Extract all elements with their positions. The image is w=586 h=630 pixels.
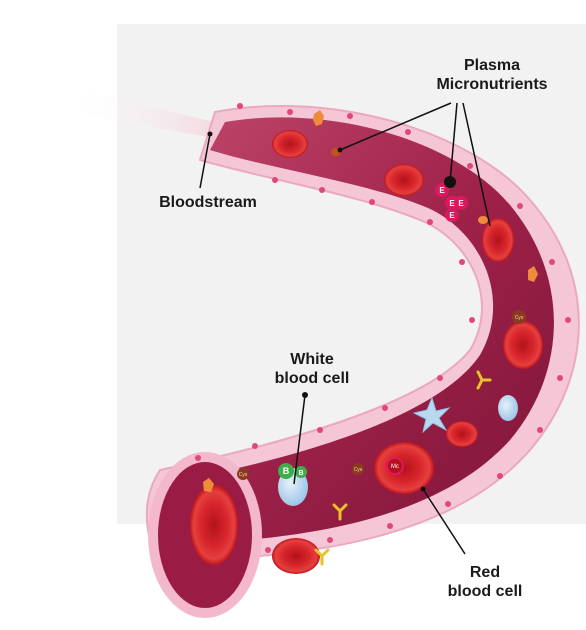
cysteine-label: Cys	[239, 472, 248, 478]
vitamin-e-label: E	[449, 199, 455, 208]
red-blood-cell	[384, 164, 424, 196]
leader-lines	[199, 102, 491, 555]
vitamin-b-marker	[278, 463, 294, 479]
vitamin-e-label: E	[439, 186, 445, 195]
rbc-label-line1: Red	[469, 564, 501, 581]
cysteine-markers	[237, 310, 526, 480]
wbc-label-line1: White	[290, 351, 334, 368]
vitamin-b-label: B	[298, 470, 303, 477]
red-blood-cell	[446, 421, 478, 447]
red-blood-cell	[190, 485, 238, 565]
red-blood-cell	[374, 442, 434, 494]
rbc-label-line2: blood cell	[447, 583, 523, 600]
red-blood-cell-label: Red blood cell	[440, 563, 530, 601]
vitamin-e-cluster	[435, 183, 468, 222]
plasma-label-line1: Plasma	[463, 57, 521, 74]
magnesium-label: Mc	[391, 464, 399, 470]
plasma-micronutrients-label: Plasma Micronutrients	[422, 56, 562, 94]
cysteine-label: Cys	[515, 315, 524, 321]
vitamin-e-label: E	[449, 211, 455, 220]
white-blood-cell	[498, 395, 518, 421]
red-blood-cell	[503, 321, 543, 369]
red-blood-cell	[272, 130, 308, 158]
vitamin-b-marker	[295, 466, 307, 478]
wall-cells	[195, 103, 571, 553]
red-blood-cell	[272, 538, 320, 574]
white-blood-cell-label: White blood cell	[262, 350, 362, 388]
magnesium-marker	[386, 457, 404, 475]
antibodies	[314, 370, 492, 566]
red-blood-cells	[190, 130, 543, 574]
cysteine-label: Cys	[354, 467, 363, 473]
vitamin-b-label: B	[283, 466, 290, 476]
platelet-star	[412, 396, 451, 434]
bloodstream-label: Bloodstream	[159, 194, 257, 211]
plasma-label-line2: Micronutrients	[436, 76, 548, 93]
vitamin-e-label: E	[458, 199, 464, 208]
red-blood-cell	[482, 218, 514, 262]
leader-dots	[207, 131, 456, 492]
wbc-label-line2: blood cell	[274, 370, 350, 387]
